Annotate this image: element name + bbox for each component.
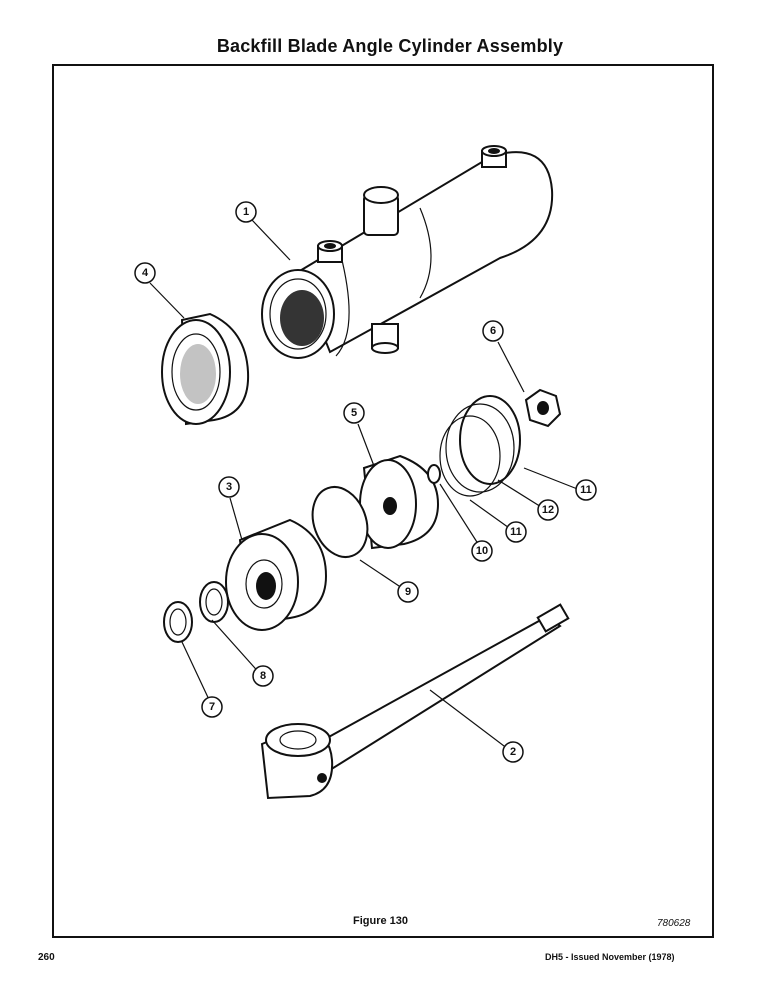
page-number: 260 [38,952,55,963]
callout-5: 5 [343,402,365,424]
figure-caption: Figure 130 [353,915,409,927]
svg-text:2: 2 [510,746,516,758]
svg-text:1: 1 [243,206,249,218]
issue-date: DH5 - Issued November (1978) [545,952,675,962]
callout-7: 7 [201,696,223,718]
piston-rod [260,603,570,800]
small-o-ring [427,464,441,484]
figure-code: 780628 [657,918,691,929]
hex-nut [524,388,562,428]
gland [225,518,328,631]
callout-10: 10 [471,540,493,562]
svg-text:11: 11 [510,526,522,538]
svg-text:8: 8 [260,670,266,682]
large-o-ring [311,486,369,558]
wiper-seal [163,601,193,643]
svg-text:6: 6 [490,325,496,337]
figure-frame [52,64,714,938]
piston [359,454,440,550]
rod-seal [199,581,229,623]
svg-text:10: 10 [476,545,488,557]
callout-4: 4 [134,262,156,284]
callout-9: 9 [397,581,419,603]
piston-rings [439,395,521,497]
callout-1: 1 [235,201,257,223]
gland-nut [161,312,250,426]
cylinder-barrel [261,145,554,359]
callout-12: 12 [537,499,559,521]
page-title: Backfill Blade Angle Cylinder Assembly [216,36,564,56]
callout-2: 2 [502,741,524,763]
svg-text:9: 9 [405,586,411,598]
callout-11-a: 11 [575,479,597,501]
callout-6: 6 [482,320,504,342]
svg-text:11: 11 [580,484,592,496]
callout-11-b: 11 [505,521,527,543]
svg-text:7: 7 [209,701,215,713]
svg-text:12: 12 [542,504,554,516]
callout-8: 8 [252,665,274,687]
svg-text:5: 5 [351,407,357,419]
svg-text:4: 4 [142,267,149,279]
svg-text:3: 3 [226,481,232,493]
callout-3: 3 [218,476,240,498]
